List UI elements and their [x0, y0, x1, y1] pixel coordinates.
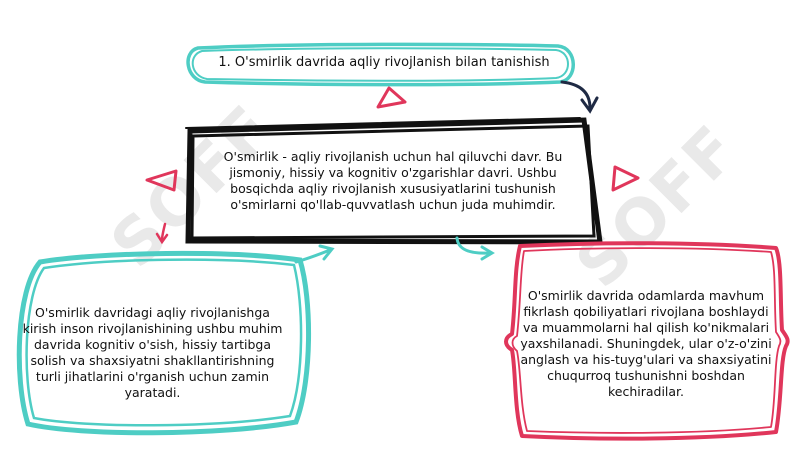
triangle-left-icon — [145, 169, 178, 192]
title-arrow — [560, 80, 599, 114]
left-text: O'smirlik davridagi aqliy rivojlanishga … — [22, 305, 283, 400]
center-text: O'smirlik - aqliy rivojlanish uchun hal … — [223, 149, 563, 212]
right-box-arrow — [455, 236, 495, 261]
title-box — [186, 42, 575, 87]
left-box-arrow — [294, 244, 335, 264]
triangle-top-icon — [376, 86, 407, 109]
right-box — [504, 241, 790, 441]
right-text: O'smirlik davrida odamlarda mavhum fikrl… — [520, 288, 772, 399]
triangle-decorations — [145, 86, 640, 192]
triangle-right-icon — [611, 165, 640, 192]
left-box — [16, 250, 312, 436]
left-small-arrow — [155, 222, 169, 245]
title-text: 1. O'smirlik davrida aqliy rivojlanish b… — [218, 55, 550, 70]
